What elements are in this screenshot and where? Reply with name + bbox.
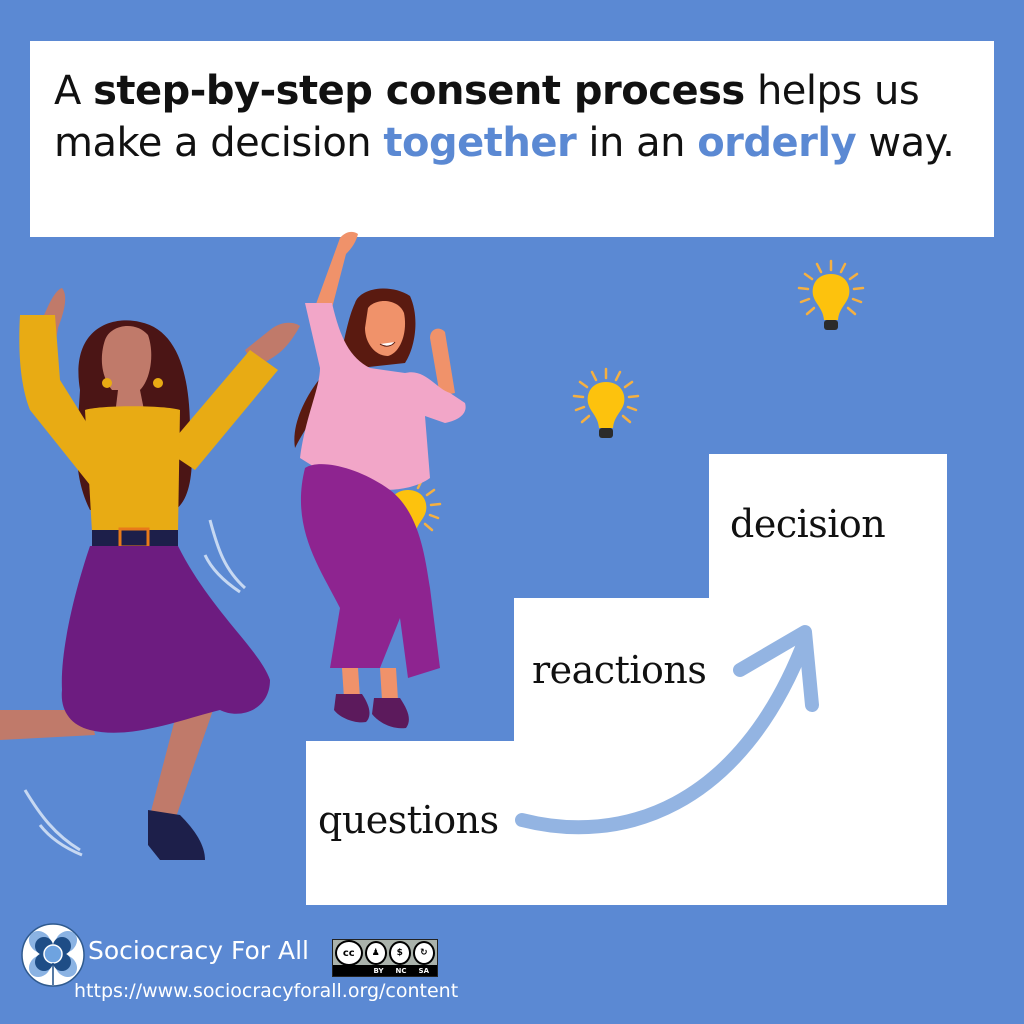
woman-pink-top-illustration: [294, 231, 466, 729]
footer-url-link[interactable]: https://www.sociocracyforall.org/content: [74, 980, 459, 1002]
headline-part: in an: [576, 120, 698, 166]
headline: A step-by-step consent process helps us …: [54, 65, 984, 169]
step-reactions-block: [514, 598, 947, 748]
headline-box: A step-by-step consent process helps us …: [30, 41, 994, 237]
license-label-sa: SA: [418, 966, 429, 975]
headline-bold: step-by-step consent process: [93, 68, 745, 114]
share-alike-icon: ↻: [412, 941, 435, 965]
cc-icon: cc: [335, 940, 363, 966]
headline-part: A: [54, 68, 94, 114]
license-label-by: BY: [373, 966, 384, 975]
org-name: Sociocracy For All: [88, 936, 309, 965]
step-label-reactions: reactions: [532, 648, 707, 692]
non-commercial-icon: $: [388, 941, 411, 965]
lightbulb-icon: [572, 367, 640, 438]
step-label-questions: questions: [318, 798, 499, 842]
headline-accent-orderly: orderly: [697, 120, 857, 166]
curved-arrow-icon: [515, 625, 819, 835]
headline-accent-together: together: [383, 120, 577, 166]
sociocracy-for-all-logo-icon: [21, 923, 85, 987]
headline-part: way.: [856, 120, 955, 166]
headline-part: helps us make a decision: [54, 68, 920, 166]
attribution-icon: ♟: [364, 941, 387, 965]
cc-license-badge[interactable]: cc ♟ $ ↻ BY NC SA: [332, 939, 438, 977]
step-decision-block: [709, 454, 947, 604]
woman-yellow-top-illustration: [0, 288, 300, 860]
license-label-nc: NC: [395, 966, 407, 975]
step-label-decision: decision: [730, 502, 886, 546]
lightbulb-icon: [797, 259, 865, 330]
